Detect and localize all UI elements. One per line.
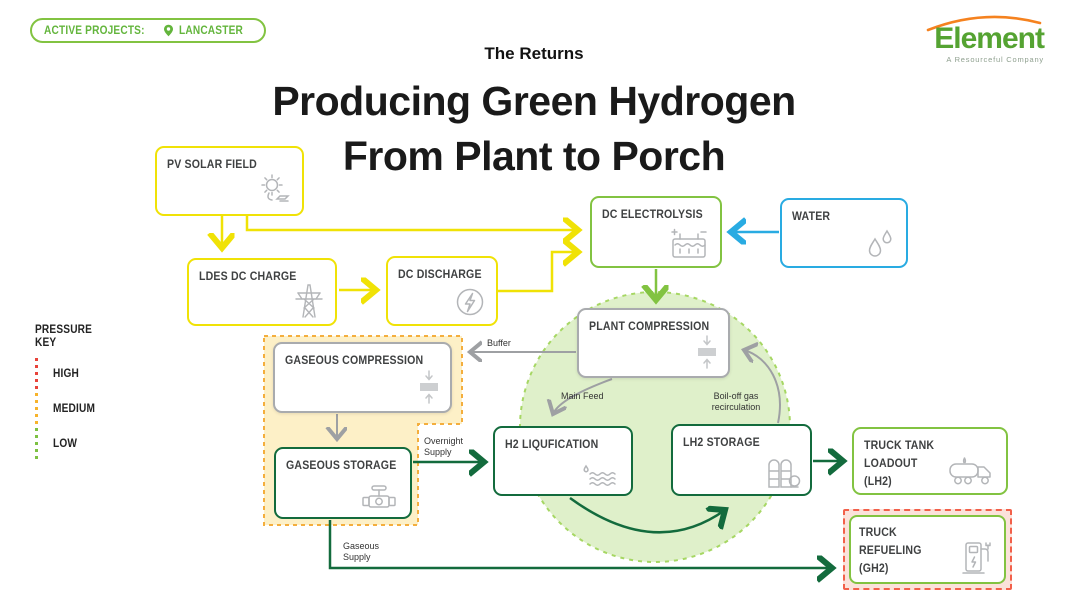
high-pressure-dots — [35, 358, 38, 389]
node-truck-tank-loadout: TRUCK TANK LOADOUT (LH2) — [852, 427, 1008, 495]
kicker: The Returns — [484, 44, 584, 63]
node-dc-electrolysis: DC ELECTROLYSIS — [590, 196, 722, 268]
pressure-key-low: LOW — [35, 428, 101, 459]
tanker-truck-icon — [949, 457, 991, 485]
node-plant-compression: PLANT COMPRESSION — [577, 308, 730, 378]
element-logo: Element A Resourceful Company — [914, 14, 1045, 64]
badge-location: LANCASTER — [179, 24, 244, 37]
pipeline-valve-icon — [362, 485, 396, 508]
pressure-key-title: PRESSURE KEY — [35, 324, 93, 349]
node-truck-refueling-zone: TRUCK REFUELING (GH2) — [843, 509, 1012, 590]
compressor-icon — [698, 335, 716, 369]
water-drops-icon — [868, 229, 892, 257]
node-gaseous-compression: GASEOUS COMPRESSION — [273, 342, 452, 413]
electrolyzer-cell-icon — [671, 228, 707, 258]
logo-tagline: A Resourceful Company — [946, 55, 1044, 64]
flow-label-boil-off: Boil-off gas recirculation — [711, 391, 761, 412]
active-projects-badge: ACTIVE PROJECTS: LANCASTER — [30, 18, 267, 43]
node-lh2-storage: LH2 STORAGE — [671, 424, 812, 496]
storage-tanks-icon — [768, 459, 801, 488]
node-dc-discharge: DC DISCHARGE — [386, 256, 498, 326]
location-pin-icon — [164, 24, 174, 37]
transmission-tower-icon — [295, 284, 323, 318]
node-h2-liqufication: H2 LIQUFICATION — [493, 426, 633, 496]
flow-label-gaseous-supply: Gaseous Supply — [343, 541, 380, 562]
fuel-pump-icon — [962, 542, 991, 574]
compressor-icon — [420, 370, 438, 404]
logo-wordmark: Element — [934, 22, 1045, 55]
node-ldes-dc-charge: LDES DC CHARGE — [187, 258, 337, 326]
node-pv-solar-field: PV SOLAR FIELD — [155, 146, 304, 216]
pressure-key-high: HIGH — [35, 358, 101, 389]
badge-label: ACTIVE PROJECTS: — [44, 24, 145, 37]
flow-label-main-feed: Main Feed — [561, 391, 604, 401]
flow-label-buffer: Buffer — [487, 338, 511, 348]
lightning-circle-icon — [456, 288, 484, 316]
node-truck-refueling: TRUCK REFUELING (GH2) — [849, 515, 1006, 584]
logo-arc-icon — [926, 15, 1042, 32]
page-title: Producing Green Hydrogen From Plant to P… — [0, 74, 1068, 184]
pressure-key: PRESSURE KEY HIGH MEDIUM LOW — [35, 324, 101, 463]
liquid-waves-icon — [583, 464, 616, 486]
title-line-2: From Plant to Porch — [342, 133, 726, 179]
node-gaseous-storage: GASEOUS STORAGE — [274, 447, 412, 519]
node-water: WATER — [780, 198, 908, 268]
sun-solar-panel-icon — [261, 174, 290, 202]
low-pressure-dots — [35, 428, 38, 459]
pressure-key-medium: MEDIUM — [35, 393, 101, 424]
medium-pressure-dots — [35, 393, 38, 424]
flow-label-overnight-supply: Overnight Supply — [424, 436, 464, 457]
title-line-1: Producing Green Hydrogen — [272, 78, 796, 124]
